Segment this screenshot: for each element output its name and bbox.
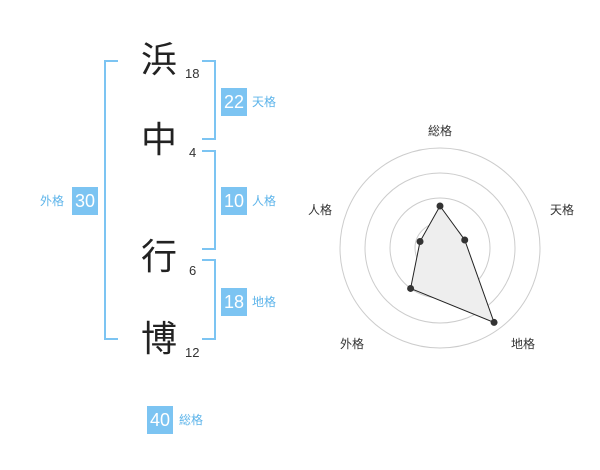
- chikaku-bracket: [202, 259, 216, 340]
- radar-label-gaikaku: 外格: [340, 337, 365, 351]
- jinkaku-bracket: [202, 150, 216, 250]
- gaikaku-label: 外格: [40, 194, 65, 208]
- chikaku-label: 地格: [252, 295, 277, 309]
- stroke-count-4: 12: [185, 345, 200, 360]
- radar-point-0: [436, 202, 444, 210]
- name-char-3: 行: [141, 237, 178, 278]
- radar-label-jinkaku: 人格: [308, 203, 333, 217]
- radar-ring-3: [364, 172, 516, 324]
- stroke-count-3: 6: [189, 263, 197, 278]
- tenkaku-badge: 22: [221, 88, 247, 116]
- outer-bracket: [104, 60, 118, 340]
- name-char-1: 浜: [141, 40, 178, 81]
- radar-label-chikaku: 地格: [511, 337, 536, 351]
- stroke-count-2: 4: [189, 145, 197, 160]
- radar-point-3: [407, 284, 415, 292]
- radar-polygon: [410, 205, 495, 324]
- jinkaku-badge: 10: [221, 187, 247, 215]
- soukaku-badge: 40: [147, 406, 173, 434]
- stroke-count-1: 18: [185, 66, 200, 81]
- chikaku-badge: 18: [221, 288, 247, 316]
- jinkaku-label: 人格: [252, 194, 277, 208]
- name-char-4: 博: [141, 319, 178, 360]
- tenkaku-bracket: [202, 60, 216, 140]
- gaikaku-badge: 30: [72, 187, 98, 215]
- radar-label-soukaku: 総格: [428, 124, 453, 138]
- soukaku-label: 総格: [179, 413, 204, 427]
- radar-point-4: [416, 238, 424, 246]
- radar-point-1: [461, 236, 469, 244]
- tenkaku-label: 天格: [252, 95, 277, 109]
- radar-label-tenkaku: 天格: [550, 203, 575, 217]
- name-char-2: 中: [141, 120, 178, 161]
- radar-ring-4: [339, 147, 541, 349]
- radar-point-2: [490, 318, 498, 326]
